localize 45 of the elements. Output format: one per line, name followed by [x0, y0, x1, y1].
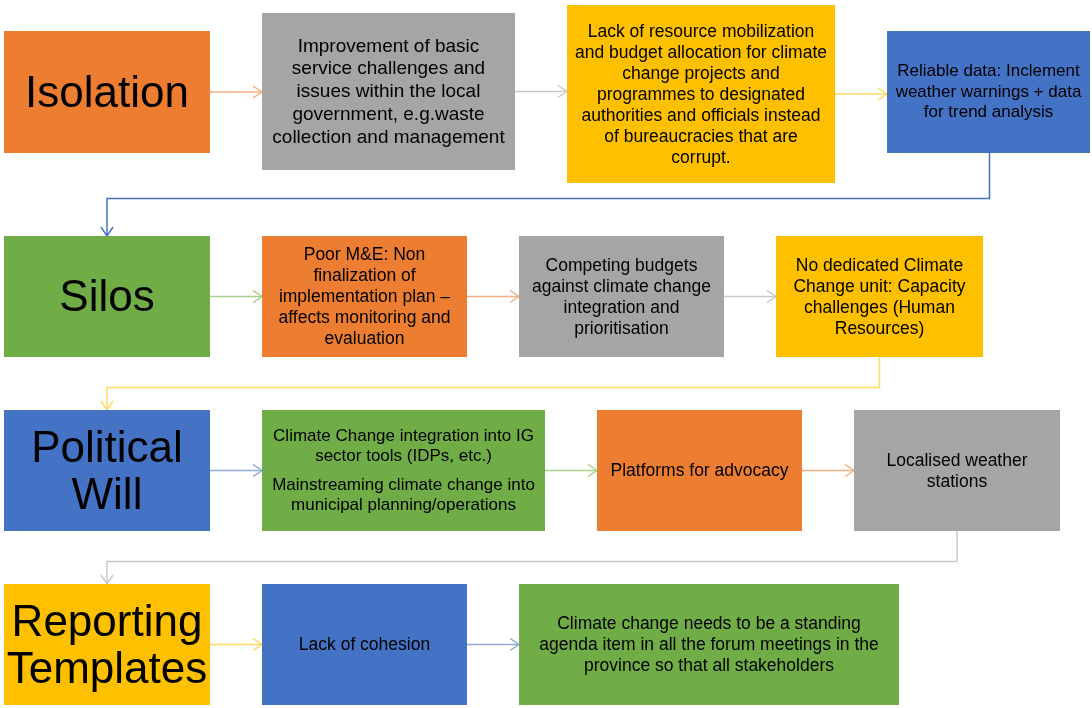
box-text: Platforms for advocacy: [610, 460, 789, 481]
arrow: [723, 289, 777, 304]
process-box: [887, 31, 1090, 153]
process-box: [262, 236, 467, 357]
category-box: [4, 410, 210, 531]
process-box: [597, 410, 802, 531]
arrow: [209, 637, 263, 652]
box-text: Localised weather stations: [885, 449, 1029, 492]
arrow: [209, 85, 263, 99]
box-text: Climate Change integration into IG sector tools (IDPs, etc.): [272, 425, 535, 467]
process-box: [854, 410, 1060, 531]
process-box: [519, 584, 899, 705]
box-text: Lack of resource mobilization and budget allocation for climate change projects and programmes to designated authorities and officials instead of bureaucracies that are corrupt.: [575, 20, 827, 168]
arrow: [544, 463, 598, 478]
box-text: Climate change needs to be a standing agenda item in all the forum meetings in the province so that all stakeholders: [538, 613, 880, 676]
arrow: [100, 530, 958, 585]
box-text: Reliable data: Inclement weather warnings + data for trend analysis: [895, 61, 1082, 123]
category-label: Isolation: [25, 68, 189, 116]
box-text: Lack of cohesion: [298, 634, 431, 655]
process-box: [262, 410, 545, 531]
box-text: Competing budgets against climate change integration and prioritisation: [531, 254, 712, 339]
process-box: [262, 13, 515, 170]
arrow: [466, 289, 520, 304]
arrow: [209, 463, 263, 478]
process-box: [776, 236, 983, 357]
category-label: Silos: [59, 273, 155, 320]
process-box: [519, 236, 724, 357]
box-text: Mainstreaming climate change into municipal planning/operations: [271, 474, 536, 516]
arrow: [834, 87, 888, 101]
category-box: [4, 584, 210, 705]
arrow: [100, 356, 881, 411]
arrow: [801, 463, 855, 478]
category-box: [4, 31, 210, 153]
process-box: [262, 584, 467, 705]
category-label: Reporting Templates: [6, 598, 208, 691]
box-text: Improvement of basic service challenges and issues within the local government, e.g.waste collection and management: [271, 34, 506, 149]
category-box: [4, 236, 210, 357]
category-label: Political Will: [30, 424, 184, 517]
process-box: [567, 5, 835, 183]
box-text: Poor M&E: Non finalization of implementation plan – affects monitoring and evaluation: [277, 244, 452, 349]
arrow: [100, 152, 991, 237]
arrow: [209, 289, 263, 304]
arrow: [514, 84, 568, 99]
arrow: [466, 637, 520, 652]
box-text: No dedicated Climate Change unit: Capacity challenges (Human Resources): [792, 254, 967, 339]
